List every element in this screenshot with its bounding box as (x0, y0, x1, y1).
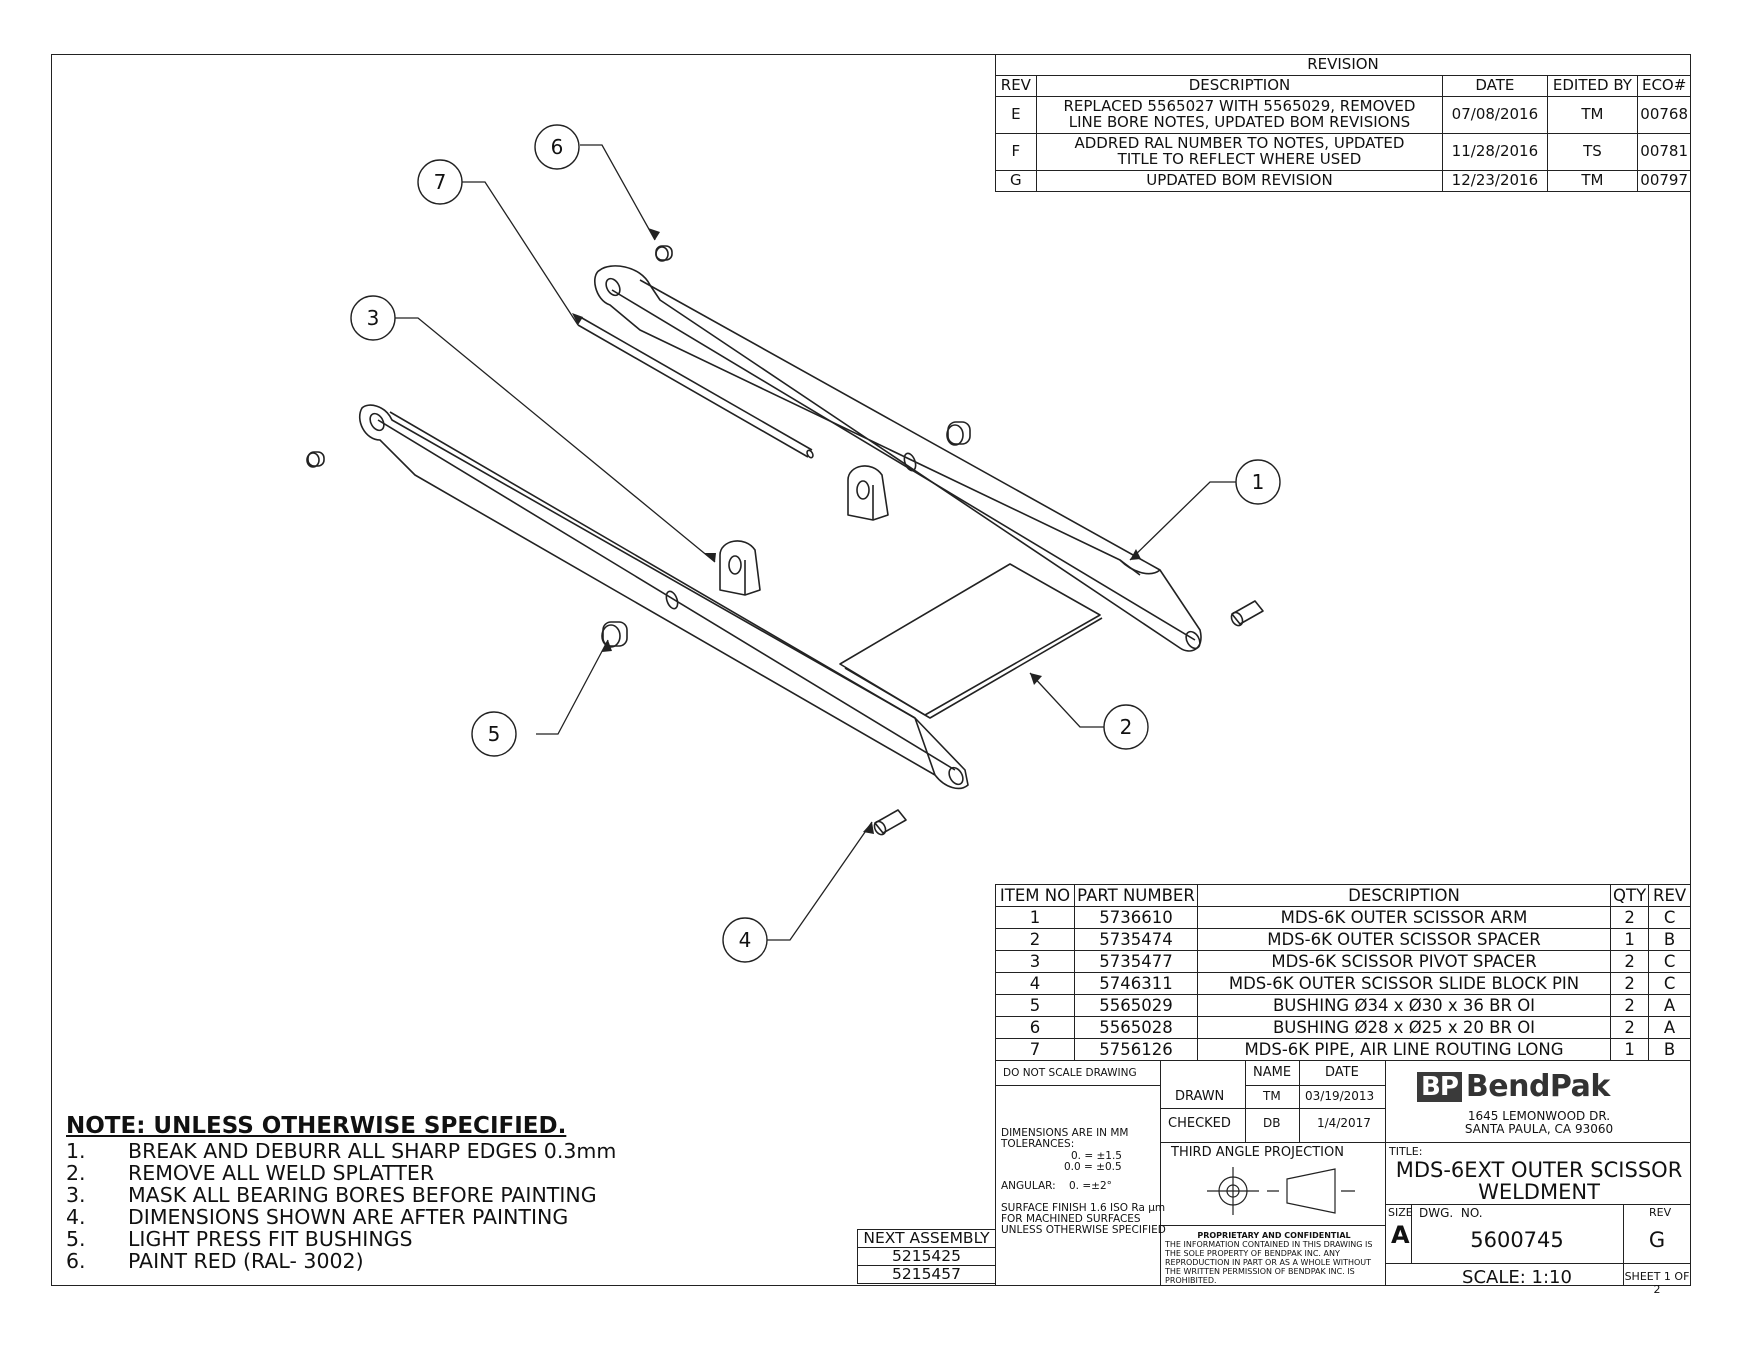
drawing-number: 5600745 (1470, 1228, 1564, 1252)
drawn-name: TM (1263, 1089, 1281, 1103)
projection-label: THIRD ANGLE PROJECTION (1171, 1145, 1344, 1160)
title-block: DO NOT SCALE DRAWING NAME DATE DRAWN TM … (995, 1061, 1691, 1296)
drawing-title-line-1: MDS-6EXT OUTER SCISSOR (1395, 1158, 1683, 1182)
bendpak-logo: BP BendPak (1417, 1069, 1610, 1104)
bendpak-logo-text: BendPak (1465, 1069, 1610, 1104)
revision-row: G UPDATED BOM REVISION 12/23/2016 TM 007… (995, 170, 1691, 192)
balloon-4: 4 (739, 928, 752, 952)
item-balloons (350, 124, 1281, 963)
balloon-1: 1 (1252, 470, 1265, 494)
address-line-1: 1645 LEMONWOOD DR. (1467, 1109, 1611, 1123)
bom-header-row: ITEM NO PART NUMBER DESCRIPTION QTY REV (995, 884, 1691, 907)
note-item: 2.REMOVE ALL WELD SPLATTER (66, 1161, 435, 1185)
do-not-scale-note: DO NOT SCALE DRAWING (1003, 1067, 1137, 1079)
note-item: 1.BREAK AND DEBURR ALL SHARP EDGES 0.3mm (66, 1139, 617, 1163)
note-item: 5.LIGHT PRESS FIT BUSHINGS (66, 1227, 413, 1251)
balloon-2: 2 (1120, 715, 1133, 739)
drawing-revision: G (1648, 1228, 1666, 1252)
balloon-3: 3 (367, 306, 380, 330)
revision-table: REVISION REV DESCRIPTION DATE EDITED BY … (995, 54, 1691, 192)
notes-header: NOTE: UNLESS OTHERWISE SPECIFIED. (66, 1113, 567, 1139)
general-notes: NOTE: UNLESS OTHERWISE SPECIFIED. 1.BREA… (66, 1113, 617, 1273)
sheet-size: A (1391, 1221, 1410, 1249)
balloon-5: 5 (488, 722, 501, 746)
outer-scissor-arm-upper (594, 265, 1202, 652)
revision-row: E REPLACED 5565027 WITH 5565029, REMOVED… (995, 96, 1691, 134)
balloon-7: 7 (434, 170, 447, 194)
balloon-6: 6 (551, 135, 564, 159)
checked-name: DB (1263, 1116, 1281, 1130)
bp-logo-mark: BP (1417, 1071, 1462, 1102)
outer-scissor-arm-lower (358, 404, 969, 790)
address-line-2: SANTA PAULA, CA 93060 (1464, 1122, 1614, 1136)
drawing-title-line-2: WELDMENT (1478, 1180, 1600, 1204)
outer-scissor-spacer (839, 563, 1103, 719)
note-item: 3.MASK ALL BEARING BORES BEFORE PAINTING (66, 1183, 597, 1207)
scale: SCALE: 1:10 (1462, 1267, 1572, 1288)
drawing-border (51, 54, 1691, 1286)
third-angle-projection-symbol (1207, 1167, 1355, 1215)
scissor-pivot-spacer (719, 465, 889, 596)
bushings (306, 245, 1264, 836)
note-item: 6.PAINT RED (RAL- 3002) (66, 1249, 364, 1273)
drawn-date: 03/19/2013 (1305, 1089, 1375, 1103)
checked-date: 1/4/2017 (1317, 1116, 1371, 1130)
bom-table: ITEM NO PART NUMBER DESCRIPTION QTY REV … (995, 884, 1691, 1061)
air-line-pipe (577, 317, 814, 459)
next-assembly-table: NEXT ASSEMBLY 5215425 5215457 (857, 1229, 996, 1284)
note-item: 4.DIMENSIONS SHOWN ARE AFTER PAINTING (66, 1205, 569, 1229)
revision-header-row: REV DESCRIPTION DATE EDITED BY ECO# (995, 75, 1691, 97)
sheet-number: SHEET 1 OF 2 (1624, 1270, 1690, 1296)
